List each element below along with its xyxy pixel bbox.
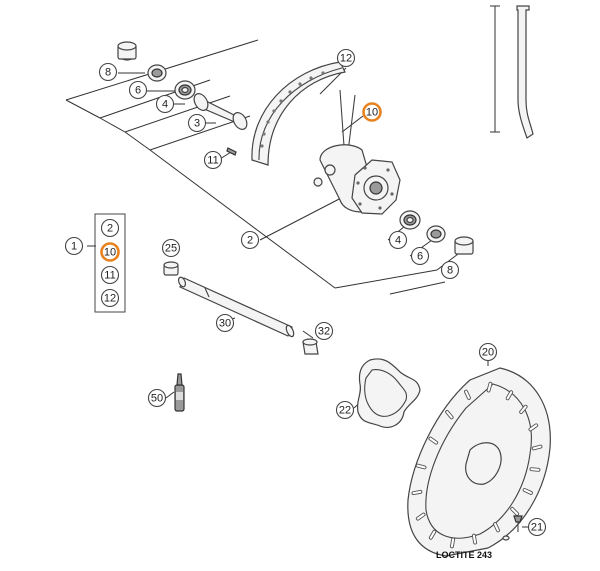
callout-6-label: 6 [135,85,141,97]
bushing-8-bottom [454,236,474,255]
axle-30 [177,276,295,338]
callout-3-label: 3 [194,118,200,130]
callout-6-label: 6 [417,251,423,263]
callout-50-label: 50 [151,393,163,405]
callout-22-label: 22 [339,405,351,417]
kit-callout-2-label: 2 [107,223,113,235]
callout-4-label: 4 [162,99,168,111]
kit-callout-12-label: 12 [104,293,116,305]
spoke-nipple-11 [226,147,237,156]
callout-6: 6 [128,80,148,100]
spacer-tube-3 [193,93,248,130]
kit-callout-10: 10 [100,242,120,262]
callout-25-circle [161,238,181,258]
callout-8-label: 8 [105,67,111,79]
bearing-4-top [174,80,196,100]
kit-callout-10-label: 10 [104,247,116,259]
callout-1-circle [64,236,84,256]
callout-4-circle [388,230,408,250]
loctite-bottle-50 [174,373,185,412]
kit-callout-11: 11 [100,265,120,285]
kit-callout-11-label: 11 [104,270,115,282]
callout-8-label: 8 [447,265,453,277]
callout-8: 8 [440,260,460,280]
callout-32: 32 [314,321,334,341]
valve-stem-detail [490,5,534,139]
callout-8-circle [98,62,118,82]
bolt-32 [302,338,319,355]
callout-10-circle [362,102,382,122]
callout-3: 3 [187,113,207,133]
callout-6-circle [410,246,430,266]
nut-25 [163,261,179,276]
callout-6-circle [128,80,148,100]
callout-2-circle [240,230,260,250]
callout-21-label: 21 [531,522,543,534]
callout-4-circle [155,94,175,114]
kit-callout-12-circle [100,288,120,308]
wheel-rim [251,61,346,166]
callout-11-label: 11 [207,155,218,167]
kit-callout-10-circle [100,242,120,262]
kit-callout-11-circle [100,265,120,285]
callout-4: 4 [388,230,408,250]
callout-25-label: 25 [165,243,177,255]
bushing-8-top [117,41,137,61]
callout-1-label: 1 [71,241,77,253]
callout-4: 4 [155,94,175,114]
callout-21-circle [527,517,547,537]
callout-22-circle [335,400,355,420]
callout-32-label: 32 [318,326,330,338]
seal-6-top [147,64,167,82]
seal-6-bottom [426,225,446,243]
callout-1: 1 [64,236,84,256]
brake-disc-carrier-22 [356,358,421,428]
callout-11: 11 [203,150,223,170]
kit-box-callouts: 2 10 11 12 [100,218,120,308]
callout-20-label: 20 [482,347,494,359]
callout-8-circle [440,260,460,280]
callout-12: 12 [336,48,356,68]
callout-50: 50 [147,388,167,408]
callout-10: 10 [362,102,382,122]
callout-11-circle [203,150,223,170]
bearing-4-bottom [399,210,421,230]
callout-6: 6 [410,246,430,266]
kit-box [94,213,126,313]
callout-10-label: 10 [366,107,378,119]
callout-22: 22 [335,400,355,420]
loctite-note: LOCTITE 243 [436,550,492,560]
callout-20-circle [478,342,498,362]
wheel-hub [313,144,401,215]
callout-2: 2 [240,230,260,250]
callout-2-label: 2 [247,235,253,247]
callout-12-circle [336,48,356,68]
brake-disc-20 [407,367,551,557]
callout-3-circle [187,113,207,133]
callout-25: 25 [161,238,181,258]
kit-callout-2-circle [100,218,120,238]
callouts: 8 6 4 3 12 10 11 2 4 6 8 1 25 30 32 50 20 22 21 [64,48,547,537]
callout-30-circle [215,313,235,333]
callout-32-circle [314,321,334,341]
callout-8: 8 [98,62,118,82]
kit-callout-12: 12 [100,288,120,308]
callout-21: 21 [527,517,547,537]
disc-screw-21 [502,515,523,541]
callout-30-label: 30 [219,318,231,330]
kit-callout-2: 2 [100,218,120,238]
callout-50-circle [147,388,167,408]
callout-30: 30 [215,313,235,333]
callout-20: 20 [478,342,498,362]
callout-4-label: 4 [395,235,401,247]
callout-12-label: 12 [340,53,352,65]
